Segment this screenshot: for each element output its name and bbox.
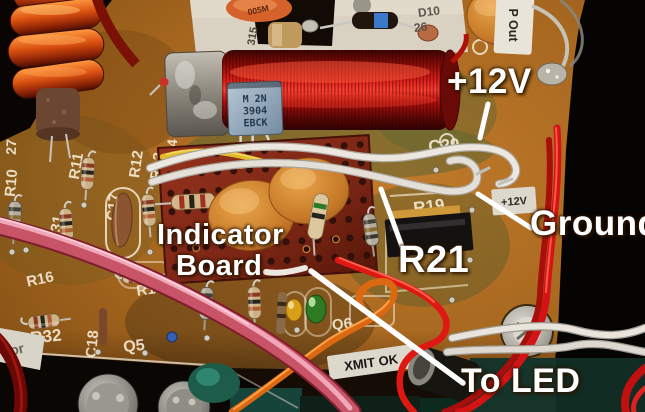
annotation-pointer-lines (308, 101, 534, 386)
silkscreen-r16: R16 (25, 268, 55, 290)
dark-red-wire-arc (92, 0, 140, 68)
silkscreen-4: 4 (164, 138, 181, 147)
orange-wire (228, 277, 398, 412)
r21-component (384, 205, 474, 258)
transistor-marking-1: M 2N (242, 94, 266, 106)
brown-stick-capacitor (99, 308, 107, 346)
board-labels: +12V XMIT OK or (0, 186, 537, 380)
pointer-line-12v (477, 101, 491, 141)
p-out-label: P Out (506, 8, 520, 42)
green-band-resistor (307, 193, 329, 256)
wire-label-12v: +12V (501, 195, 528, 209)
disc-cap-value: 005M (247, 3, 270, 17)
white-wires (145, 142, 521, 276)
annotation-plus-12v: +12V (447, 62, 532, 101)
annotation-r21: R21 (398, 239, 470, 281)
silkscreen-q5: Q5 (123, 337, 146, 356)
yellow-bead-capacitor (285, 298, 303, 322)
pointer-line-r21 (378, 186, 407, 255)
metal-can-transistors (77, 363, 240, 412)
pink-wire (0, 216, 362, 412)
transistor-marking-3: EBCK (243, 118, 267, 130)
p-out-area: P Out (493, 0, 584, 86)
module-digits: 315 (245, 26, 260, 46)
silkscreen-r12: R12 (126, 149, 147, 179)
transistor-marking-2: 3904 (243, 106, 267, 118)
board-components (6, 149, 476, 357)
green-bead-led (305, 294, 327, 324)
copper-coil (7, 0, 105, 163)
pointer-line-ground (475, 191, 534, 231)
diode-ref-2: 26 (413, 19, 428, 35)
annotation-ground: Ground (530, 204, 645, 243)
silkscreen-27: 27 (3, 139, 20, 155)
annotation-to-led: To LED (461, 362, 581, 400)
pointer-line-to-led (308, 268, 466, 386)
diode-ref: D10 (417, 3, 441, 20)
white-wire-pair-bottom (442, 322, 645, 357)
silkscreen-r10: R10 (2, 169, 21, 198)
upper-module: 005M 315 D10 26 (190, 0, 530, 58)
annotation-indicator-line1: Indicator (157, 219, 284, 251)
blue-bead (166, 331, 178, 343)
red-coil (149, 33, 469, 138)
annotation-indicator-line2: Board (176, 250, 263, 282)
